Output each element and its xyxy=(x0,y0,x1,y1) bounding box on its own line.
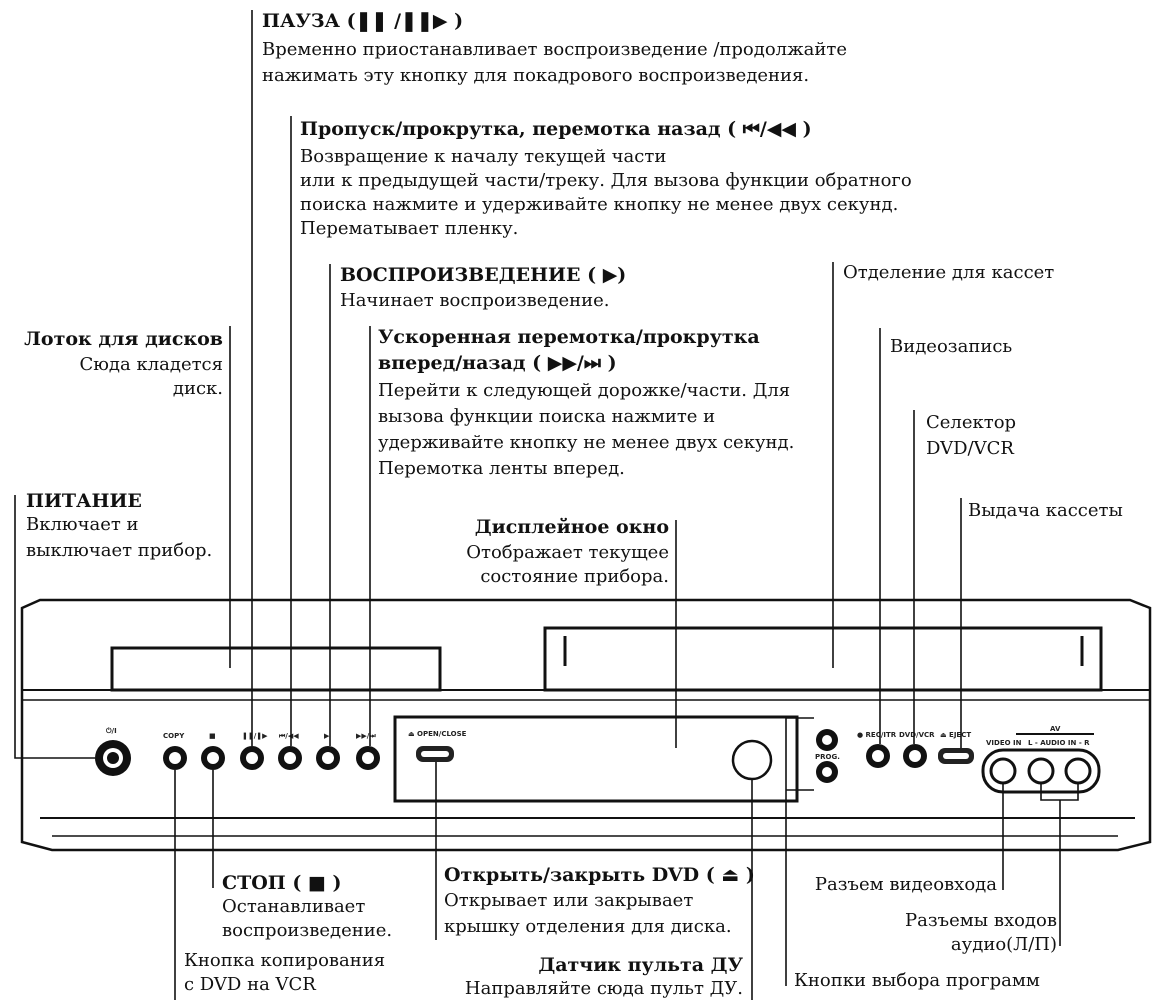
audio-in-jacks-desc-1: Разъемы входов xyxy=(905,910,1057,931)
skip-back-desc-1: Возвращение к началу текущей части xyxy=(300,146,667,167)
stop-desc-1: Останавливает xyxy=(222,896,366,917)
open-close-desc-1: Открывает или закрывает xyxy=(444,890,694,911)
copy-desc-1: Кнопка копирования xyxy=(184,950,386,971)
open-close-desc-2: крышку отделения для диска. xyxy=(444,916,732,937)
disc-tray[interactable] xyxy=(110,646,442,692)
ff-desc-3: удерживайте кнопку не менее двух секунд. xyxy=(378,432,795,453)
skip-back-desc-3: поиска нажмите и удерживайте кнопку не м… xyxy=(300,194,899,215)
stop-desc-2: воспроизведение. xyxy=(222,920,393,941)
power-title: ПИТАНИЕ xyxy=(26,490,142,512)
pause-desc-1: Временно приостанавливает воспроизведени… xyxy=(262,39,848,60)
cassette-compartment[interactable] xyxy=(543,626,1103,692)
panel-label-eject: ⏏ EJECT xyxy=(940,731,971,739)
panel-label-open-close: ⏏ OPEN/CLOSE xyxy=(408,730,467,738)
audio-in-jacks-desc-2: аудио(Л/П) xyxy=(950,934,1057,955)
display-title: Дисплейное окно xyxy=(474,516,669,538)
display-window xyxy=(393,715,799,803)
panel-label-ff: ▶▶/⏭ xyxy=(356,732,376,740)
panel-label-pause: ❚❚/❚▶ xyxy=(242,732,268,740)
skip-back-desc-2: или к предыдущей части/треку. Для вызова… xyxy=(300,170,912,191)
fast-forward-button[interactable] xyxy=(356,746,380,770)
panel-label-video-in: VIDEO IN xyxy=(986,739,1022,747)
disc-tray-desc-1: Сюда кладется xyxy=(79,354,223,375)
remote-sensor-title: Датчик пульта ДУ xyxy=(538,954,743,976)
remote-sensor xyxy=(731,739,773,781)
ff-desc-2: вызова функции поиска нажмите и xyxy=(378,406,716,427)
ff-desc-1: Перейти к следующей дорожке/части. Для xyxy=(378,380,791,401)
display-desc-1: Отображает текущее xyxy=(466,542,669,563)
video-in-jack[interactable] xyxy=(989,757,1017,785)
panel-label-stop: ■ xyxy=(209,732,216,740)
panel-label-dvd-vcr: DVD/VCR xyxy=(899,731,935,739)
program-buttons-title: Кнопки выбора программ xyxy=(794,970,1040,991)
ff-desc-4: Перемотка ленты вперед. xyxy=(378,458,625,479)
audio-in-right-jack[interactable] xyxy=(1064,757,1092,785)
skip-back-desc-4: Перематывает пленку. xyxy=(300,218,519,239)
play-title: ВОСПРОИЗВЕДЕНИЕ ( ▶) xyxy=(340,264,627,286)
device-body xyxy=(20,598,1152,852)
panel-label-av: AV xyxy=(1050,725,1061,733)
open-close-title: Открыть/закрыть DVD ( ⏏ ) xyxy=(444,864,755,886)
play-desc: Начинает воспроизведение. xyxy=(340,290,610,311)
record-button[interactable] xyxy=(866,744,890,768)
power-desc-2: выключает прибор. xyxy=(26,540,213,561)
stop-title: СТОП ( ■ ) xyxy=(222,872,342,894)
pause-desc-2: нажимать эту кнопку для покадрового восп… xyxy=(262,65,810,86)
ff-title-2: вперед/назад ( ▶▶/⏭ ) xyxy=(378,352,617,374)
stop-button[interactable] xyxy=(201,746,225,770)
panel-label-rew: ⏮/◀◀ xyxy=(279,732,299,740)
pause-button[interactable] xyxy=(240,746,264,770)
prog-down-button[interactable] xyxy=(816,761,838,783)
play-button[interactable] xyxy=(316,746,340,770)
remote-sensor-desc: Направляйте сюда пульт ДУ. xyxy=(464,978,743,999)
record-title: Видеозапись xyxy=(890,336,1013,357)
leader-lines xyxy=(14,10,1079,1000)
power-button[interactable] xyxy=(95,740,131,776)
panel-label-power: ⏻/I xyxy=(106,727,117,735)
ff-title-1: Ускоренная перемотка/прокрутка xyxy=(378,326,760,348)
panel-label-play: ▶ xyxy=(324,732,330,740)
pause-title: ПАУЗА (❚❚ /❚❚▶ ) xyxy=(262,10,464,32)
panel-label-prog: PROG. xyxy=(815,753,840,761)
eject-title: Выдача кассеты xyxy=(968,500,1123,521)
copy-button[interactable] xyxy=(163,746,187,770)
rewind-button[interactable] xyxy=(278,746,302,770)
skip-back-title: Пропуск/прокрутка, перемотка назад ( ⏮/◀… xyxy=(300,118,812,140)
video-in-jack-title: Разъем видеовхода xyxy=(814,874,997,895)
cassette-title: Отделение для кассет xyxy=(843,262,1055,283)
power-desc-1: Включает и xyxy=(26,514,139,535)
panel-label-audio-in: L - AUDIO IN - R xyxy=(1028,739,1090,747)
disc-tray-desc-2: диск. xyxy=(172,378,223,399)
disc-tray-title: Лоток для дисков xyxy=(24,328,223,350)
eject-button[interactable] xyxy=(938,748,974,764)
display-desc-2: состояние прибора. xyxy=(480,566,669,587)
selector-desc-1: Селектор xyxy=(926,412,1017,433)
panel-label-rec: ● REC/ITR xyxy=(857,731,897,739)
copy-desc-2: с DVD на VCR xyxy=(184,974,316,995)
selector-desc-2: DVD/VCR xyxy=(926,438,1014,459)
dvd-vcr-selector-button[interactable] xyxy=(903,744,927,768)
panel-label-copy: COPY xyxy=(163,732,185,740)
audio-in-left-jack[interactable] xyxy=(1027,757,1055,785)
prog-up-button[interactable] xyxy=(816,729,838,751)
